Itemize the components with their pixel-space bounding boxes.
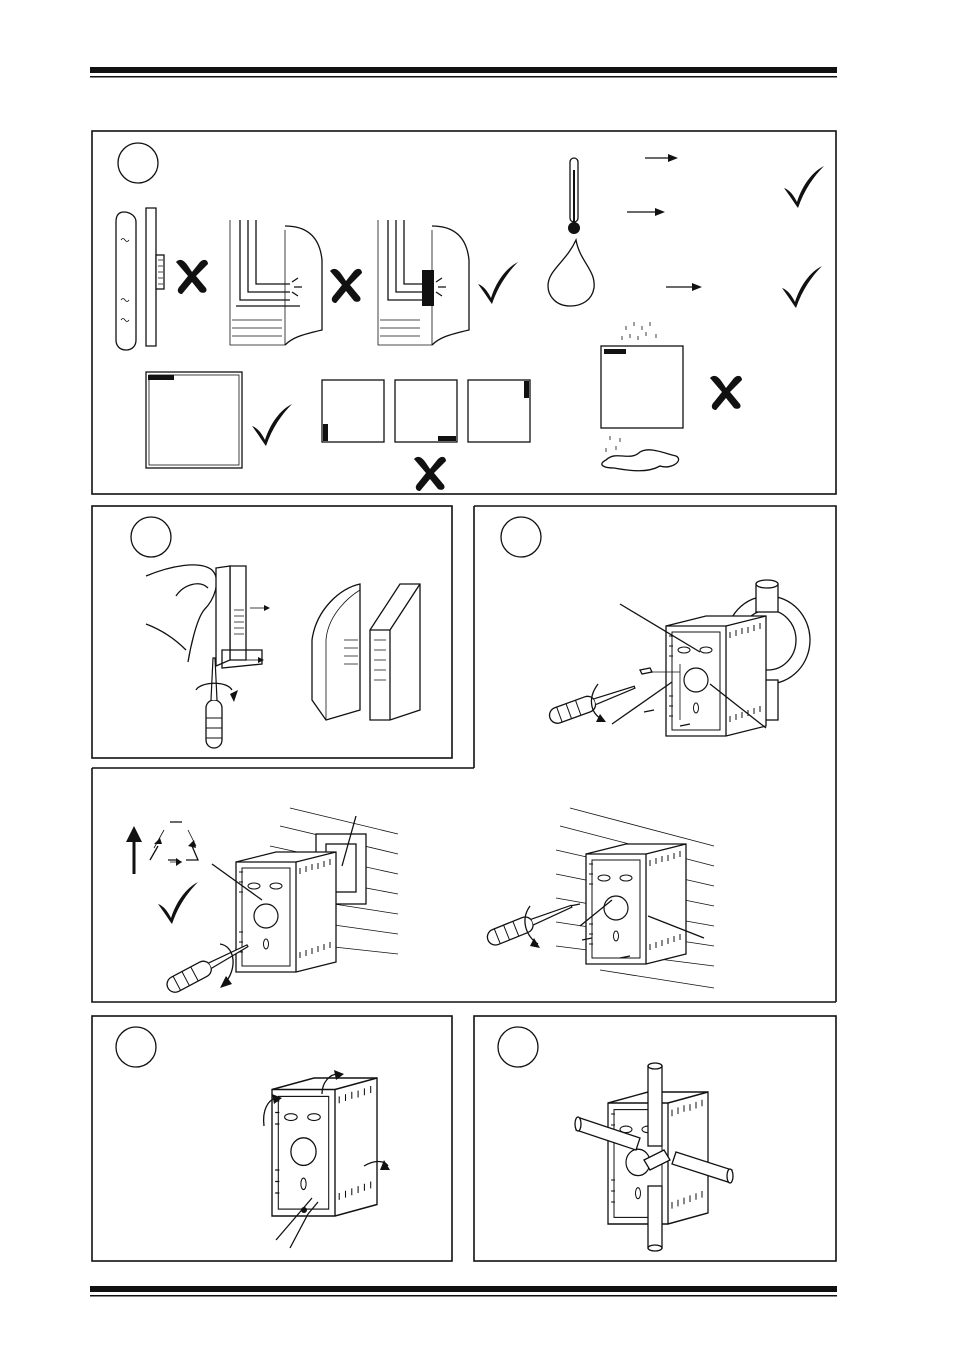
back-box-icon (666, 616, 766, 736)
unit-positions-bad (322, 380, 530, 442)
panel-open-cover (92, 506, 452, 758)
step-badge (118, 143, 158, 183)
cross-mark-icon (414, 457, 446, 491)
cross-mark-icon (710, 376, 742, 410)
conduit-pipes (575, 1063, 733, 1251)
check-mark-icon (784, 166, 824, 208)
check-mark-icon (252, 404, 292, 446)
check-mark-icon (782, 266, 822, 308)
back-box-icon (586, 844, 686, 964)
unit-near-water (601, 322, 683, 471)
header-rule (90, 67, 837, 78)
pipe-wall-illustration (116, 208, 164, 350)
up-arrow-icon (126, 826, 142, 874)
separated-cover-and-base (312, 584, 420, 720)
back-box-icon (272, 1078, 377, 1216)
hand-holding-unit (146, 565, 270, 668)
panel-cable-entry (474, 1016, 836, 1261)
step-badge (501, 517, 541, 557)
step-badge (116, 1027, 156, 1067)
panel-wall-fixing (92, 768, 836, 1002)
cross-mark-icon (176, 260, 208, 294)
water-drop-icon (548, 240, 594, 306)
panel-siting (92, 131, 836, 494)
rotate-arrow-icon (220, 944, 233, 982)
pointer-line (612, 682, 672, 724)
check-mark-icon (478, 262, 518, 304)
unit-position-good (146, 372, 242, 468)
check-mark-icon (158, 882, 198, 924)
footer-rule (90, 1286, 837, 1297)
step-badge (131, 517, 171, 557)
step-badge (498, 1027, 538, 1067)
cross-mark-icon (330, 269, 362, 303)
panel-knockouts (92, 1016, 452, 1261)
screwdriver-icon (206, 658, 222, 748)
recycle-icon (150, 822, 198, 866)
conduit-unsealed-illustration (230, 220, 322, 345)
thermometer-icon (568, 158, 580, 234)
screwdriver-icon (547, 680, 637, 726)
conduit-sealed-illustration (378, 220, 469, 345)
back-box-icon (236, 852, 336, 972)
